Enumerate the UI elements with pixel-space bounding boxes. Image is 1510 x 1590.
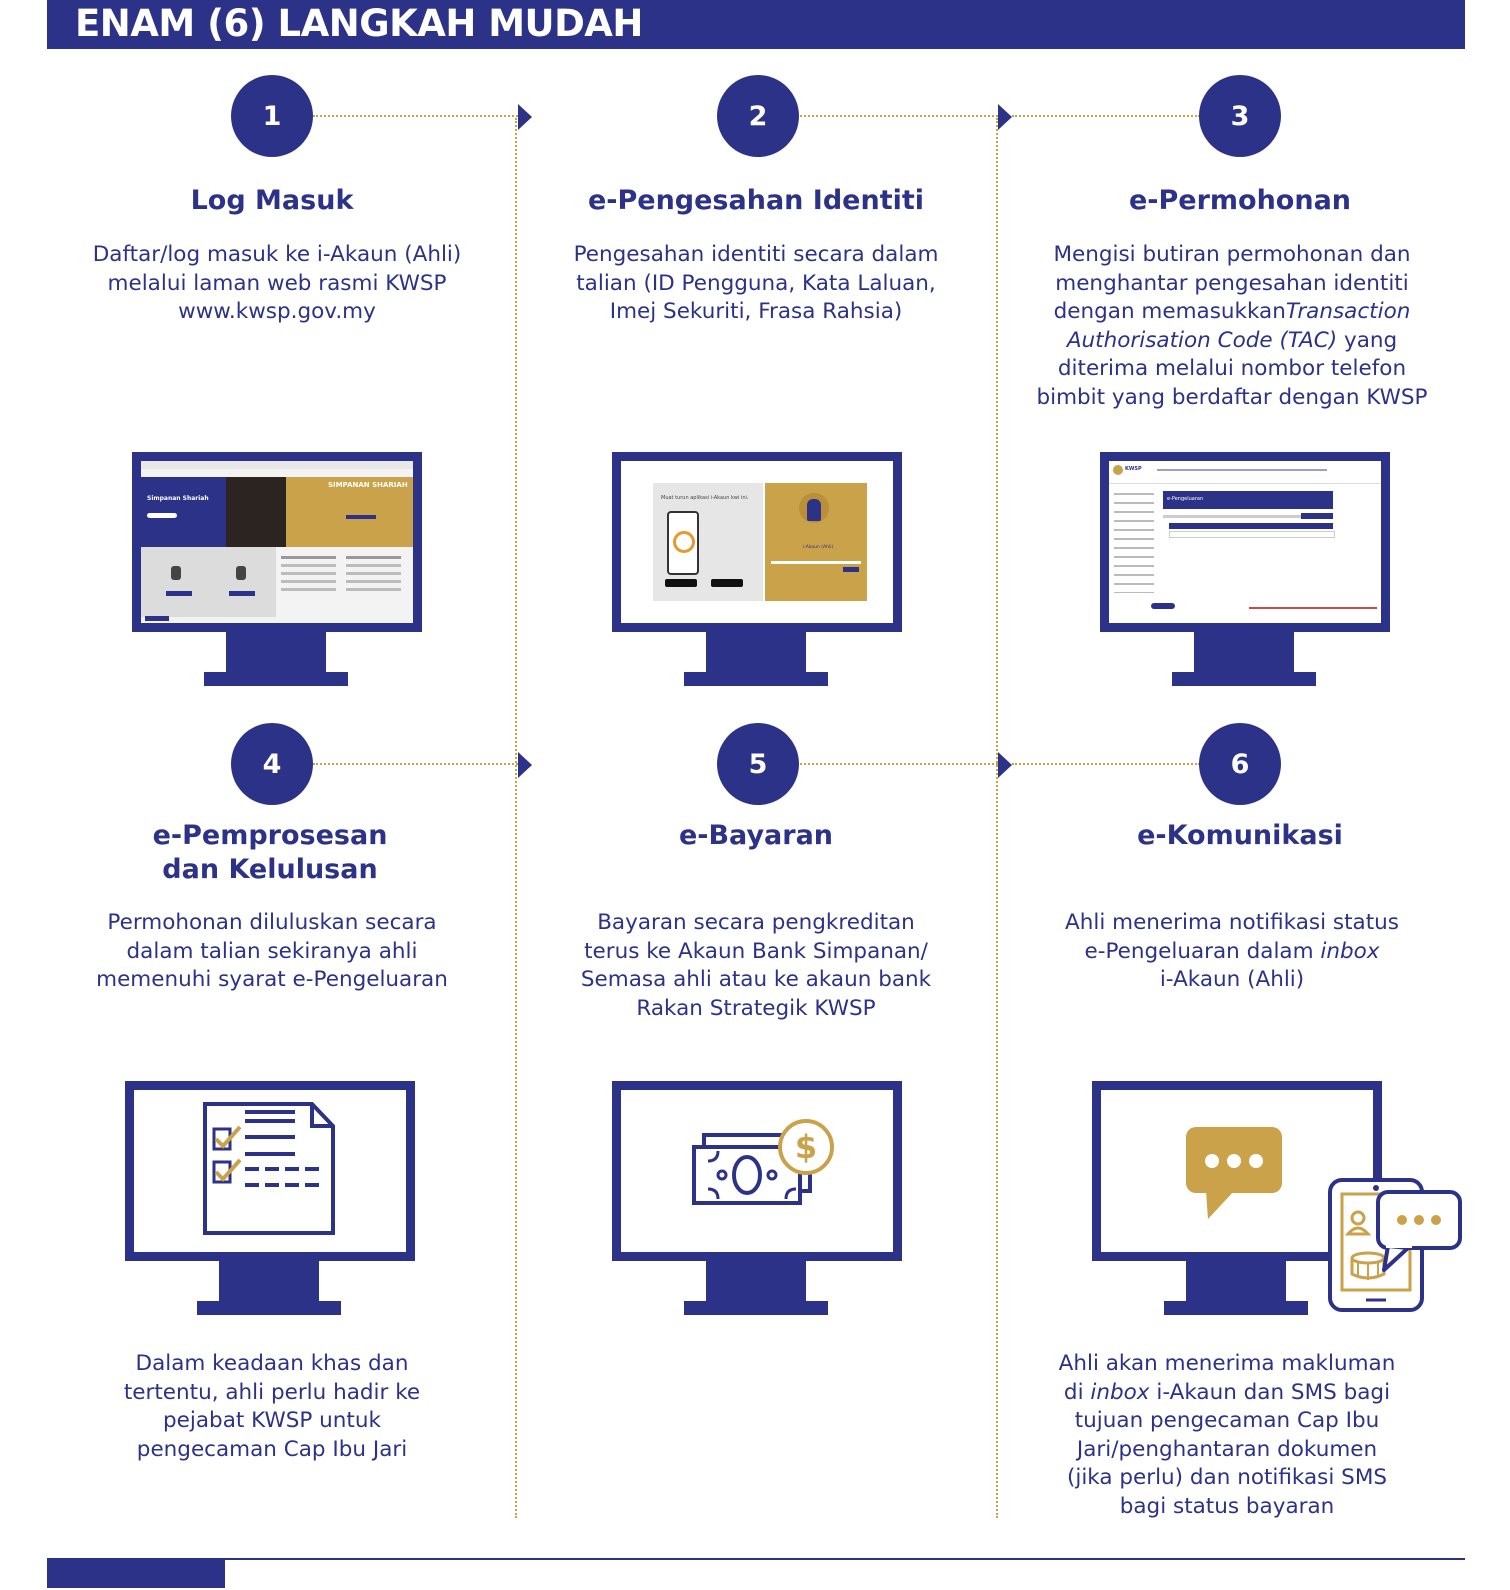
step-2-number: 2: [717, 75, 799, 157]
svg-text:$: $: [795, 1128, 817, 1166]
header-bar: ENAM (6) LANGKAH MUDAH: [47, 0, 1465, 49]
step-3-title: e-Permohonan: [1128, 185, 1352, 216]
connector-4-5: [313, 763, 518, 765]
connector-5-6b: [1012, 763, 1200, 765]
arrow-1-2-icon: [518, 104, 532, 130]
money-dollar-icon: $: [692, 1119, 834, 1205]
step-1-title: Log Masuk: [190, 185, 354, 216]
step-5-number: 5: [717, 723, 799, 805]
monitor-step-2: Muat turun aplikasi i-Akaun kwi ini. i-A…: [612, 452, 902, 688]
page-title: ENAM (6) LANGKAH MUDAH: [75, 2, 643, 45]
connector-2-3b: [1012, 115, 1200, 117]
step-1-description: Daftar/log masuk ke i-Akaun (Ahli)melalu…: [92, 242, 462, 324]
chat-bubble-icon: [1186, 1127, 1282, 1219]
arrow-2-3-icon: [998, 104, 1012, 130]
step-2-title: e-Pengesahan Identiti: [587, 185, 925, 216]
arrow-4-5-icon: [518, 752, 532, 778]
step-6-note: Ahli akan menerima makluman di inbox i-A…: [1058, 1351, 1396, 1519]
checklist-document-icon: [203, 1102, 335, 1235]
step-6-description: Ahli menerima notifikasi status e-Pengel…: [1065, 910, 1399, 992]
monitor-step-1: Simpanan Shariah SIMPANAN SHARIAH: [132, 452, 422, 688]
step-3-number: 3: [1199, 75, 1281, 157]
phone-chat-icon: [1328, 1178, 1462, 1312]
column-divider-left: [515, 118, 517, 1518]
kwsp-website-screenshot: Simpanan Shariah SIMPANAN SHARIAH: [141, 461, 413, 623]
step-6-number: 6: [1199, 723, 1281, 805]
step-6-title: e-Komunikasi: [1137, 820, 1343, 851]
connector-5-6: [800, 763, 998, 765]
arrow-5-6-icon: [998, 752, 1012, 778]
e-pengeluaran-screenshot: KWSP e-Pengeluaran: [1109, 461, 1381, 623]
monitor-step-4: [125, 1081, 415, 1317]
monitor-step-5: $: [612, 1081, 902, 1317]
step-3-description: Mengisi butiran permohonan dan menghanta…: [1036, 242, 1428, 410]
monitor-step-3: KWSP e-Pengeluaran: [1100, 452, 1390, 688]
step-5-title: e-Bayaran: [678, 820, 834, 851]
step-4-number: 4: [231, 723, 313, 805]
i-akaun-login-screenshot: Muat turun aplikasi i-Akaun kwi ini. i-A…: [621, 461, 893, 623]
column-divider-right: [996, 118, 998, 1518]
connector-1-2: [313, 115, 518, 117]
footer-rule: [47, 1558, 1465, 1590]
connector-2-3: [800, 115, 998, 117]
step-1-number: 1: [231, 75, 313, 157]
footer-tab: [47, 1558, 225, 1588]
